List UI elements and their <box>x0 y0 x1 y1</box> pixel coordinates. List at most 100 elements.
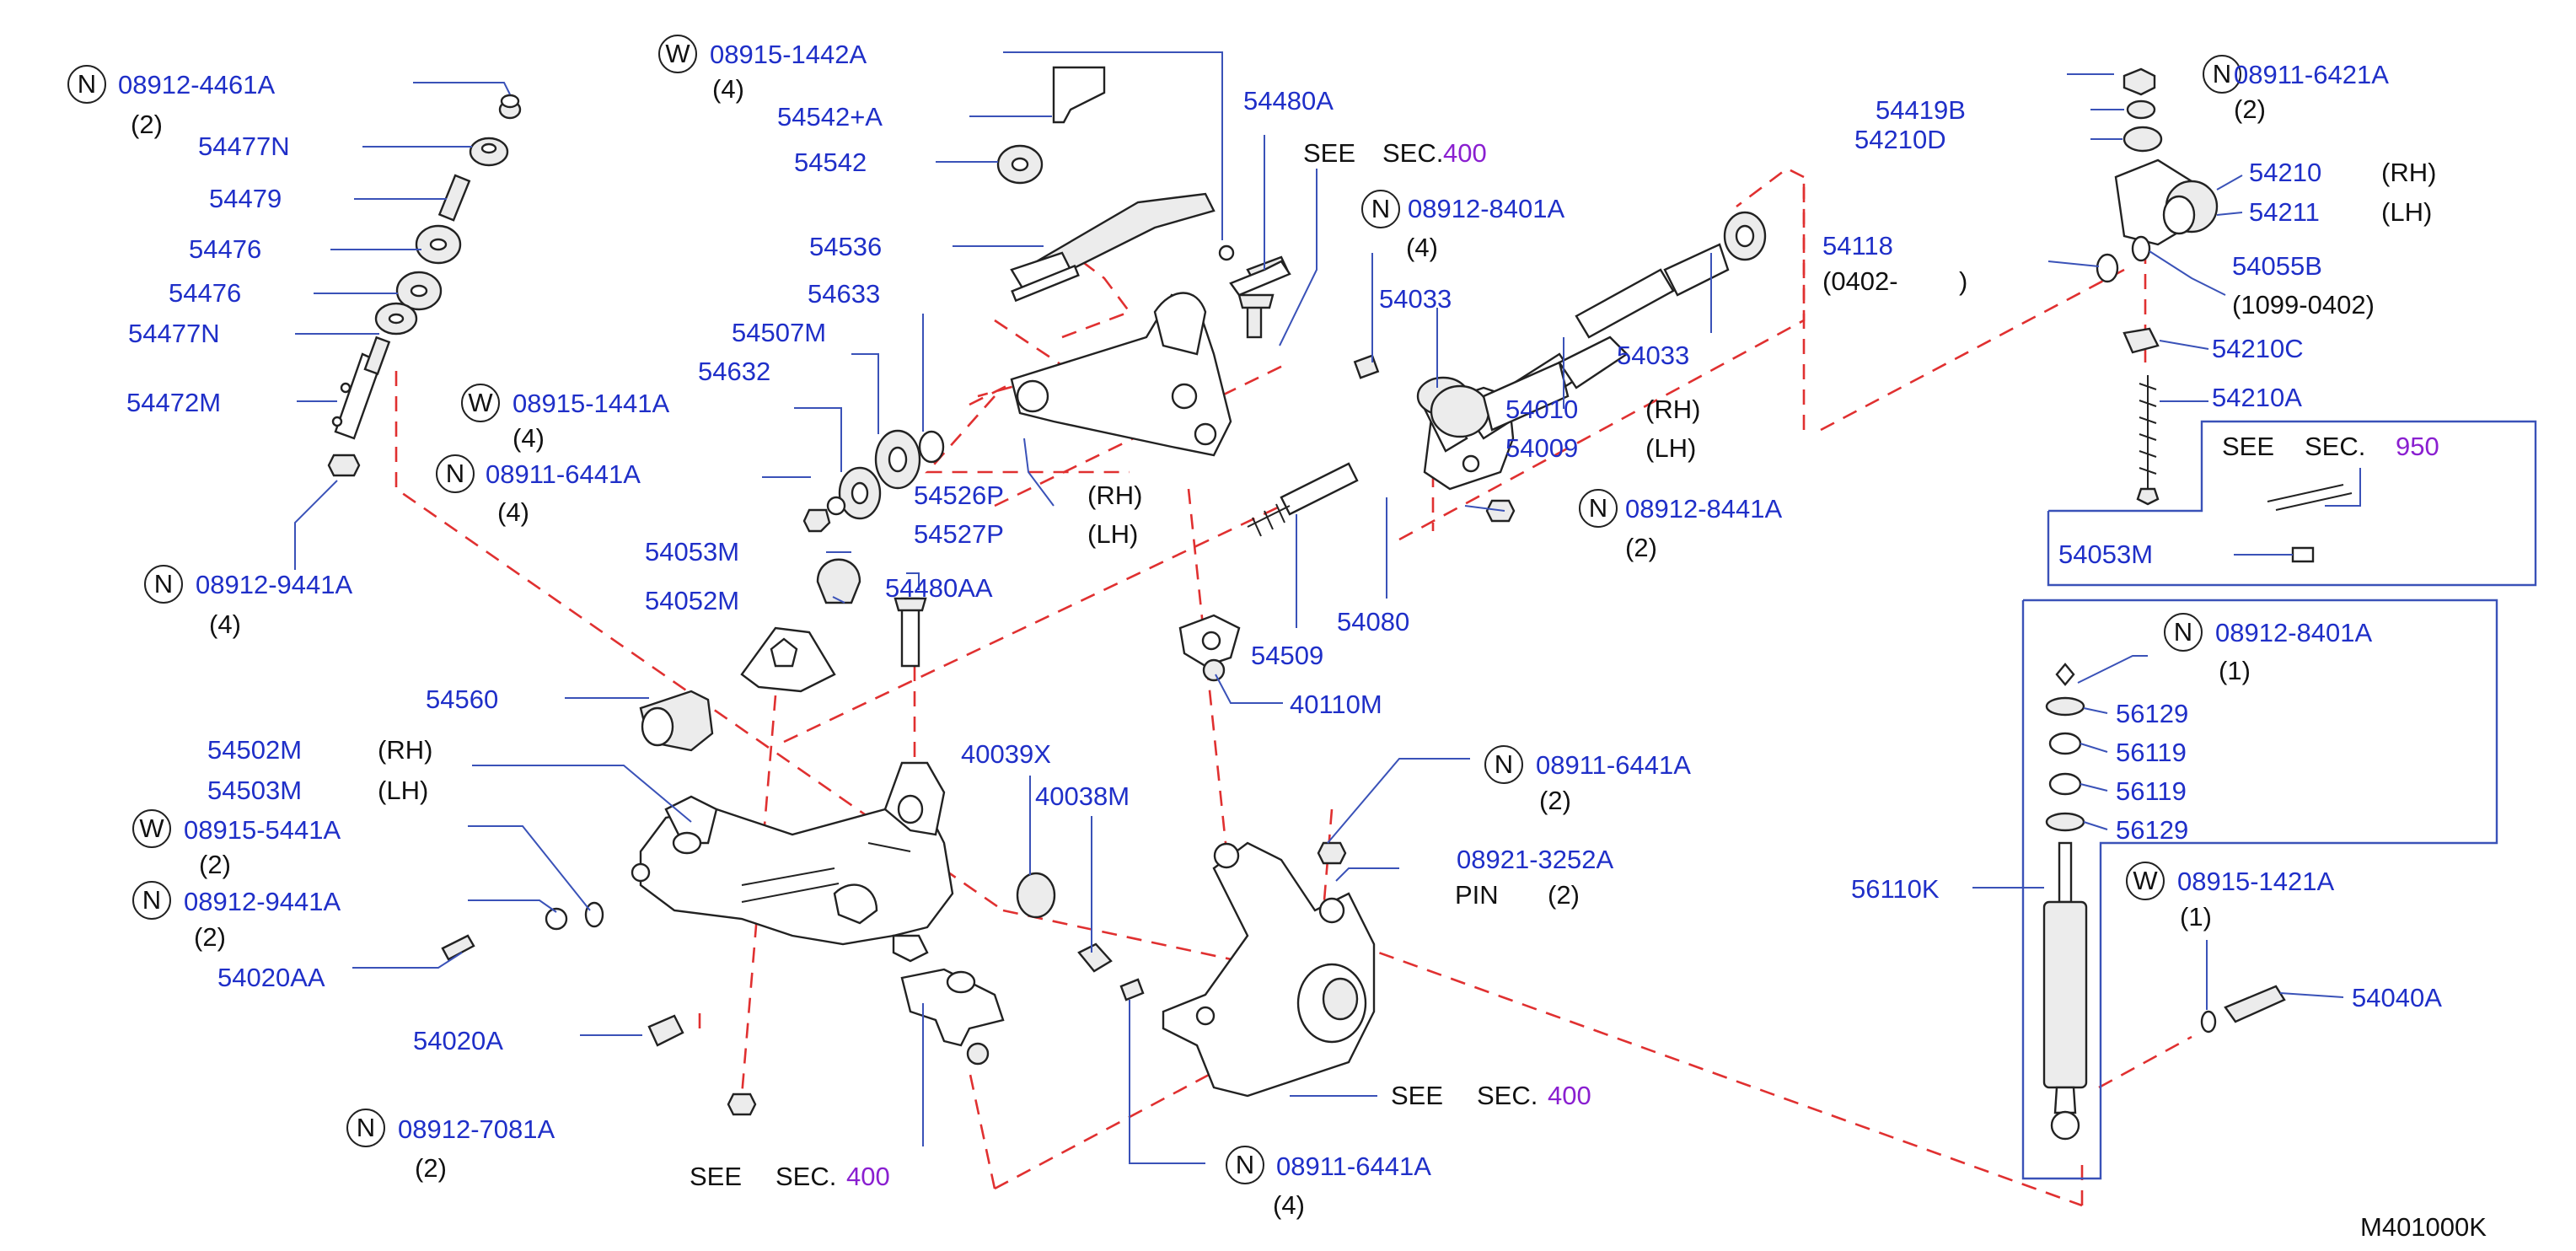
part-number[interactable]: 08911-6441A <box>1276 1152 1431 1181</box>
part-number[interactable]: 54509 <box>1251 641 1323 670</box>
part-number[interactable]: 54526P <box>914 481 1004 510</box>
quantity: (4) <box>1406 233 1438 262</box>
symbol-letter: N <box>1236 1150 1254 1179</box>
part-number[interactable]: 54210A <box>2212 383 2302 412</box>
part-number[interactable]: 54052M <box>645 586 739 615</box>
part-number[interactable]: 54055B <box>2232 251 2322 281</box>
side-label: (LH) <box>378 776 428 805</box>
section-number[interactable]: 950 <box>2396 432 2439 461</box>
part-number[interactable]: 08912-8441A <box>1625 494 1782 523</box>
n-circle-icon <box>67 65 106 104</box>
part-number[interactable]: 54480AA <box>885 573 993 603</box>
symbol-letter: N <box>1589 493 1607 523</box>
section-number[interactable]: 400 <box>1548 1081 1591 1110</box>
symbol-letter: W <box>139 813 164 843</box>
see-sec-950[interactable]: SEE SEC. 950 <box>2222 432 2439 461</box>
part-number[interactable]: 08915-1421A <box>2177 867 2334 896</box>
part-number[interactable]: 54542 <box>794 148 867 177</box>
part-number[interactable]: 08915-5441A <box>184 815 341 845</box>
part-number[interactable]: 54210C <box>2212 334 2304 363</box>
part-number[interactable]: 56129 <box>2116 815 2188 845</box>
part-number[interactable]: 54053M <box>2058 540 2153 569</box>
tension-rod-assembly <box>1247 211 1767 537</box>
n-circle-icon <box>436 454 475 493</box>
part-number[interactable]: 08912-9441A <box>184 887 341 916</box>
part-number[interactable]: 56119 <box>2116 738 2187 767</box>
part-number[interactable]: 54476 <box>169 278 241 308</box>
part-number[interactable]: 56119 <box>2116 776 2187 806</box>
part-number[interactable]: 54472M <box>126 388 221 417</box>
part-number[interactable]: 08912-4461A <box>118 70 275 99</box>
part-number[interactable]: 56129 <box>2116 699 2188 728</box>
side-label: (LH) <box>1645 433 1696 463</box>
lower-arm-bushings <box>639 558 861 752</box>
part-number[interactable]: 08912-9441A <box>196 570 352 599</box>
part-number[interactable]: 54527P <box>914 519 1004 549</box>
part-number[interactable]: 08911-6441A <box>1536 750 1691 780</box>
part-number[interactable]: 54210 <box>2249 158 2321 187</box>
side-label: (LH) <box>1087 519 1138 549</box>
section-number[interactable]: 400 <box>1443 138 1487 168</box>
part-number[interactable]: 54211 <box>2249 197 2320 227</box>
part-number[interactable]: 54480A <box>1243 86 1334 115</box>
part-number[interactable]: 08921-3252A <box>1457 845 1613 874</box>
side-label: (RH) <box>2381 158 2436 187</box>
section-number[interactable]: 400 <box>846 1162 890 1191</box>
quantity: (2) <box>2234 94 2266 124</box>
part-number[interactable]: 40038M <box>1035 781 1130 811</box>
part-number[interactable]: 54009 <box>1505 433 1578 463</box>
part-number[interactable]: 54542+A <box>777 102 883 132</box>
part-number[interactable]: 08912-8401A <box>2215 618 2372 647</box>
part-number[interactable]: 08911-6441A <box>486 459 641 489</box>
part-number[interactable]: 54080 <box>1337 607 1409 636</box>
lower-control-arm <box>545 761 1005 1066</box>
n-circle-icon <box>346 1109 385 1147</box>
part-number[interactable]: 54507M <box>732 318 826 347</box>
part-number[interactable]: 54118 <box>1822 231 1893 260</box>
see-sec-400-top[interactable]: SEE SEC. 400 <box>1303 138 1487 168</box>
upper-arm-bushings <box>802 429 945 533</box>
n-circle-icon <box>1226 1146 1264 1184</box>
part-number[interactable]: 54020AA <box>217 963 325 992</box>
symbol-letter: N <box>446 459 464 488</box>
part-number[interactable]: 54033 <box>1617 341 1689 370</box>
part-number[interactable]: 08915-1442A <box>710 40 867 69</box>
part-number[interactable]: 54053M <box>645 537 739 566</box>
part-number[interactable]: 54210D <box>1854 125 1946 154</box>
w-circle-icon <box>2126 862 2165 900</box>
part-number[interactable]: 08915-1441A <box>513 389 669 418</box>
quantity: (2) <box>131 110 163 139</box>
labels: N W W N N N N N W N N N N N W 08912-4461… <box>78 39 2487 1242</box>
see-sec-400-bottom-left[interactable]: SEE SEC. 400 <box>690 1162 890 1191</box>
sec-label: SEC. <box>1477 1081 1538 1110</box>
quantity: (4) <box>712 74 744 104</box>
part-number[interactable]: 54477N <box>128 319 220 348</box>
part-number[interactable]: 54040A <box>2352 983 2442 1012</box>
part-number[interactable]: 54033 <box>1379 284 1452 314</box>
part-number[interactable]: 54020A <box>413 1026 503 1055</box>
part-number[interactable]: 54419B <box>1876 95 1966 125</box>
part-number[interactable]: 54502M <box>207 735 302 765</box>
part-number[interactable]: 08912-8401A <box>1408 194 1564 223</box>
part-number[interactable]: 54477N <box>198 132 290 161</box>
part-number[interactable]: 54633 <box>808 279 880 309</box>
part-number[interactable]: 54536 <box>809 232 882 261</box>
n-circle-icon <box>2164 613 2203 652</box>
symbol-letter: N <box>1371 194 1390 223</box>
part-number[interactable]: 08912-7081A <box>398 1114 555 1144</box>
shock-absorber <box>2042 663 2088 1141</box>
part-number[interactable]: 54476 <box>189 234 261 264</box>
part-number[interactable]: 54503M <box>207 776 302 805</box>
part-number[interactable]: 54632 <box>698 357 770 386</box>
part-number[interactable]: 54479 <box>209 184 282 213</box>
part-number[interactable]: 54560 <box>426 685 498 714</box>
part-number[interactable]: 40110M <box>1290 690 1382 719</box>
part-number[interactable]: 54010 <box>1505 395 1578 424</box>
see-sec-400-knuckle[interactable]: SEE SEC. 400 <box>1391 1081 1591 1110</box>
part-number[interactable]: 56110K <box>1851 874 1940 904</box>
symbol-letter: W <box>468 388 493 417</box>
part-number[interactable]: 40039X <box>961 739 1051 769</box>
part-number[interactable]: 08911-6421A <box>2234 60 2389 89</box>
see-label: SEE <box>1391 1081 1443 1110</box>
n-circle-icon <box>1484 745 1523 784</box>
